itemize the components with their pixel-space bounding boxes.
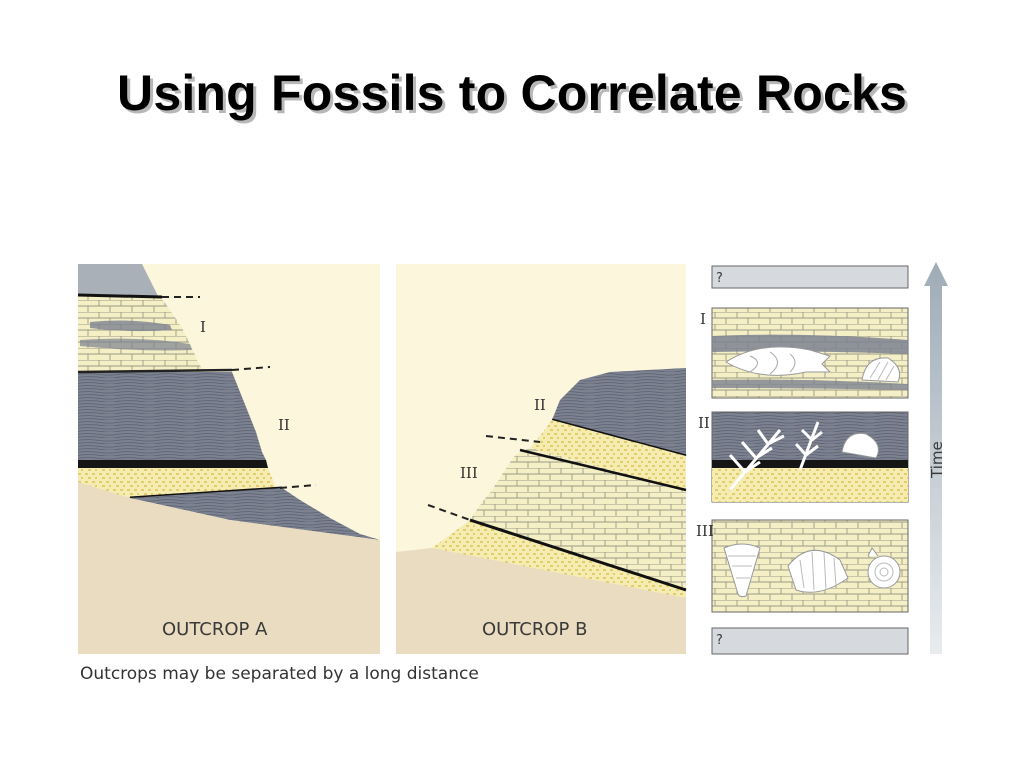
- horn-coral-fossil-icon: [723, 543, 761, 598]
- column-unknown-bottom: [711, 627, 909, 655]
- outcrop-a-label-ii: II: [278, 416, 290, 434]
- outcrop-a-panel: I II OUTCROP A: [77, 264, 380, 654]
- outcrop-a-limestone-layer: [78, 296, 204, 372]
- outcrop-a-lower-shale: [130, 488, 380, 540]
- outcrop-a-label: OUTCROP A: [162, 619, 268, 640]
- outcrop-b-label-ii: II: [534, 396, 546, 414]
- up-arrow-icon: [924, 262, 948, 654]
- time-arrow: Time: [924, 262, 948, 654]
- outcrop-b-panel: II III OUTCROP B: [396, 264, 687, 654]
- outcrop-b-label: OUTCROP B: [482, 619, 587, 640]
- outcrop-a-top-layer: [78, 264, 158, 296]
- time-label: Time: [928, 441, 946, 479]
- ammonite-fossil-icon: [867, 547, 901, 589]
- outcrop-a-ground: [78, 482, 380, 654]
- column-label-i: I: [700, 310, 706, 328]
- column-label-ii: II: [698, 414, 710, 432]
- outcrop-b-label-iii: III: [460, 464, 478, 482]
- outcrop-b-limestone-layer: [470, 448, 686, 590]
- column-unknown-top: [711, 265, 909, 289]
- outcrop-b-lower-sand: [432, 520, 686, 598]
- outcrop-b-ground: [396, 548, 686, 654]
- outcrop-b-sandstone-layer: [530, 420, 686, 490]
- outcrop-a-coal-band: [78, 460, 268, 468]
- column-label-iii: III: [696, 522, 714, 540]
- outcrop-a-shale-layer: [78, 372, 266, 460]
- fossil-column: ? I II: [696, 265, 909, 655]
- fish-fossil-icon: [725, 346, 832, 376]
- figure-caption: Outcrops may be separated by a long dist…: [80, 664, 479, 684]
- page-title: Using Fossils to Correlate Rocks: [117, 65, 907, 121]
- fern-fossil-icon: [728, 421, 823, 491]
- clam-fossil-icon: [841, 432, 879, 459]
- outcrop-a-label-i: I: [200, 318, 206, 336]
- column-question-top: ?: [716, 271, 723, 286]
- shell-fossil-icon: [861, 357, 901, 383]
- column-question-bottom: ?: [716, 633, 723, 648]
- outcrop-b-shale-layer: [552, 368, 686, 456]
- trilobite-fossil-icon: [787, 549, 849, 593]
